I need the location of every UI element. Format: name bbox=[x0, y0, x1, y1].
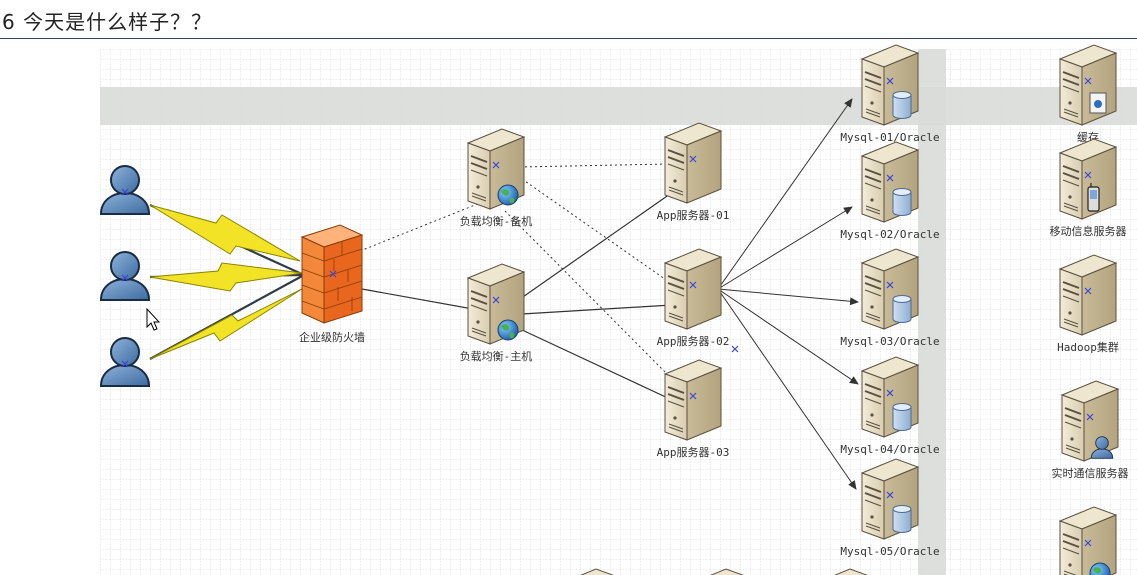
firewall-to-lb-backup-line bbox=[359, 202, 481, 252]
server-lb-main bbox=[467, 263, 525, 345]
server-label: Mysql-04/Oracle bbox=[840, 443, 939, 456]
server-db-03 bbox=[861, 248, 919, 330]
connector-line bbox=[519, 193, 671, 300]
cache-icon bbox=[1089, 92, 1107, 114]
server-icon bbox=[710, 568, 744, 575]
swimlane-column bbox=[918, 49, 946, 575]
server-label: App服务器-02 bbox=[657, 335, 730, 348]
server-icon bbox=[834, 568, 868, 575]
server-label: Hadoop集群 bbox=[1057, 340, 1119, 354]
globe-icon bbox=[497, 184, 519, 206]
server-app-03 bbox=[664, 359, 722, 441]
grid-background bbox=[100, 49, 1137, 575]
server-label: 负载均衡-主机 bbox=[460, 349, 533, 363]
server-icon bbox=[664, 248, 722, 330]
server-realtime bbox=[1061, 380, 1119, 462]
server-label: Mysql-01/Oracle bbox=[840, 131, 939, 144]
server-icon bbox=[1059, 506, 1117, 575]
lightning-links bbox=[149, 204, 303, 360]
server-label: App服务器-03 bbox=[657, 446, 730, 459]
mobile-phone-icon bbox=[1087, 183, 1100, 212]
server-app-02 bbox=[664, 248, 722, 330]
server-label: Mysql-05/Oracle bbox=[840, 545, 939, 558]
firewall-label: 企业级防火墙 bbox=[299, 330, 365, 344]
server-label: 负载均衡-备机 bbox=[460, 214, 533, 228]
server-label: 移动信息服务器 bbox=[1050, 224, 1127, 238]
lightning-icon bbox=[149, 204, 301, 262]
app-to-db-arrow bbox=[717, 288, 859, 306]
database-icon bbox=[892, 188, 912, 216]
database-icon bbox=[892, 505, 912, 533]
server-db-01 bbox=[861, 44, 919, 126]
firewall-to-lb-main-line bbox=[361, 288, 485, 312]
server-icon bbox=[1059, 254, 1117, 336]
server-lb-backup bbox=[467, 128, 525, 210]
connector-line bbox=[521, 304, 673, 315]
app-to-db-arrow bbox=[717, 98, 853, 290]
connector-line bbox=[521, 178, 673, 285]
server-db-05 bbox=[861, 458, 919, 540]
slide-title: 6 今天是什么样子？？ bbox=[2, 10, 213, 34]
server-label: Mysql-03/Oracle bbox=[840, 335, 939, 348]
server-icon bbox=[664, 359, 722, 441]
server-app-01 bbox=[664, 122, 722, 204]
database-icon bbox=[892, 295, 912, 323]
globe-icon bbox=[497, 319, 519, 341]
server-cache bbox=[1059, 44, 1117, 126]
server-extra bbox=[1059, 506, 1117, 575]
server-label: App服务器-01 bbox=[657, 209, 730, 222]
server-db-04 bbox=[861, 356, 919, 438]
slide-header: 6 今天是什么样子？？ bbox=[0, 0, 1137, 39]
swimlane-band bbox=[100, 87, 1137, 125]
server-icon bbox=[580, 568, 614, 575]
connector-line bbox=[519, 328, 671, 400]
app-to-db-arrow bbox=[717, 288, 857, 490]
server-icon bbox=[1059, 44, 1117, 126]
server-label: Mysql-02/Oracle bbox=[840, 228, 939, 241]
server-icon bbox=[664, 122, 722, 204]
database-icon bbox=[892, 91, 912, 119]
app-to-db-arrow bbox=[717, 288, 859, 385]
mouse-cursor-icon bbox=[146, 307, 161, 331]
firewall-icon bbox=[300, 224, 364, 324]
server-icon bbox=[1061, 380, 1119, 462]
server-hadoop bbox=[1059, 254, 1117, 336]
server-db-02 bbox=[861, 141, 919, 223]
server-label: 实时通信服务器 bbox=[1052, 466, 1129, 480]
app-to-db-arrow bbox=[717, 206, 853, 290]
database-icon bbox=[892, 403, 912, 431]
